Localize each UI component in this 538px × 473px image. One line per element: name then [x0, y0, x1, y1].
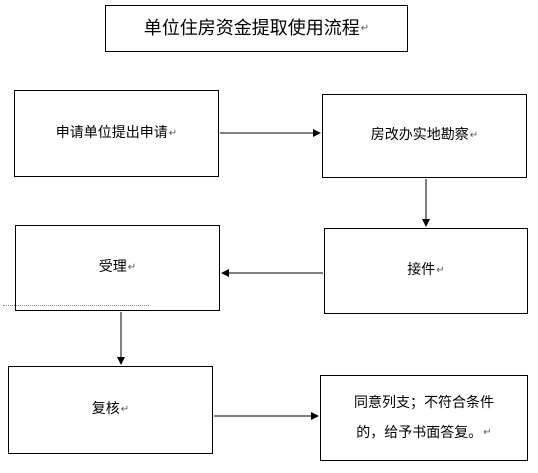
node-review: 复核↵	[8, 366, 213, 454]
node-receive: 接件↵	[324, 228, 528, 314]
node-accept-label: 受理	[98, 259, 127, 276]
node-result-line-1: 同意列支；不符合条件	[354, 388, 494, 418]
dotted-divider	[3, 305, 149, 306]
paragraph-mark: ↵	[127, 262, 137, 273]
node-review-label: 复核	[91, 401, 120, 418]
node-accept: 受理↵	[15, 225, 220, 311]
result-line-2-text: 的，给予书面答复。	[356, 425, 483, 441]
node-result: 同意列支；不符合条件 的，给予书面答复。↵	[320, 375, 528, 461]
paragraph-mark: ↵	[120, 404, 130, 415]
paragraph-mark: ↵	[436, 265, 445, 276]
node-apply: 申请单位提出申请↵	[14, 90, 219, 177]
node-result-line-2: 的，给予书面答复。↵	[356, 418, 491, 448]
page-title: 单位住房资金提取使用流程	[143, 17, 360, 39]
node-apply-label: 申请单位提出申请	[55, 124, 168, 141]
paragraph-mark: ↵	[168, 127, 178, 139]
node-survey-label: 房改办实地勘察	[370, 127, 469, 144]
paragraph-mark: ↵	[469, 130, 479, 141]
paragraph-mark: ↵	[360, 22, 370, 34]
result-line-1-text: 同意列支；不符合条件	[354, 395, 494, 411]
node-receive-label: 接件	[407, 262, 436, 279]
title-box: 单位住房资金提取使用流程↵	[105, 5, 408, 52]
paragraph-mark: ↵	[483, 427, 492, 438]
node-survey: 房改办实地勘察↵	[322, 94, 527, 178]
